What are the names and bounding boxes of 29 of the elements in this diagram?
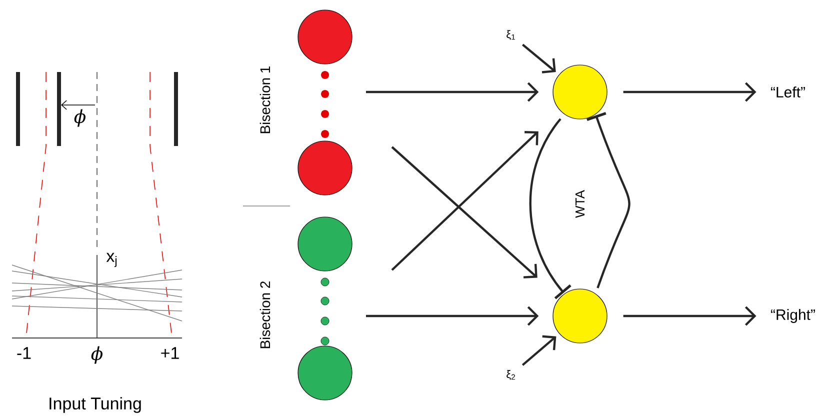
output-label: “Right” xyxy=(771,309,815,323)
output-label: “Left” xyxy=(771,86,805,98)
neuron-circle xyxy=(298,216,352,272)
neuron-circle xyxy=(298,346,352,400)
arrow xyxy=(586,112,630,288)
noise-label: ξ$_{2}$ xyxy=(506,370,515,380)
panel-title: Input Tuning xyxy=(50,397,141,413)
tick-label: -1 xyxy=(17,347,31,359)
arrow xyxy=(522,335,556,366)
tick-label: +1 xyxy=(161,347,179,359)
group-label: Bisection 1 xyxy=(260,66,270,134)
group-label: Bisection 2 xyxy=(260,281,270,348)
neuron-circle xyxy=(552,64,608,120)
arrow xyxy=(529,118,572,300)
arrow xyxy=(391,146,538,278)
arrow xyxy=(522,44,556,74)
neuron-circle xyxy=(298,10,352,64)
axis-label: x$_{j}$ xyxy=(106,252,117,268)
noise-label: ξ$_{1}$ xyxy=(506,30,515,40)
arrow xyxy=(366,306,539,326)
neuron-circle xyxy=(298,140,352,196)
arrow xyxy=(623,306,756,326)
arrow xyxy=(623,82,756,102)
inhibition-label: WTA xyxy=(576,190,584,218)
arrow xyxy=(366,82,539,102)
arrow xyxy=(391,131,538,271)
neuron-circle xyxy=(552,288,608,344)
tick-label: ϕ xyxy=(91,346,103,364)
axis-label: ϕ xyxy=(74,109,86,127)
